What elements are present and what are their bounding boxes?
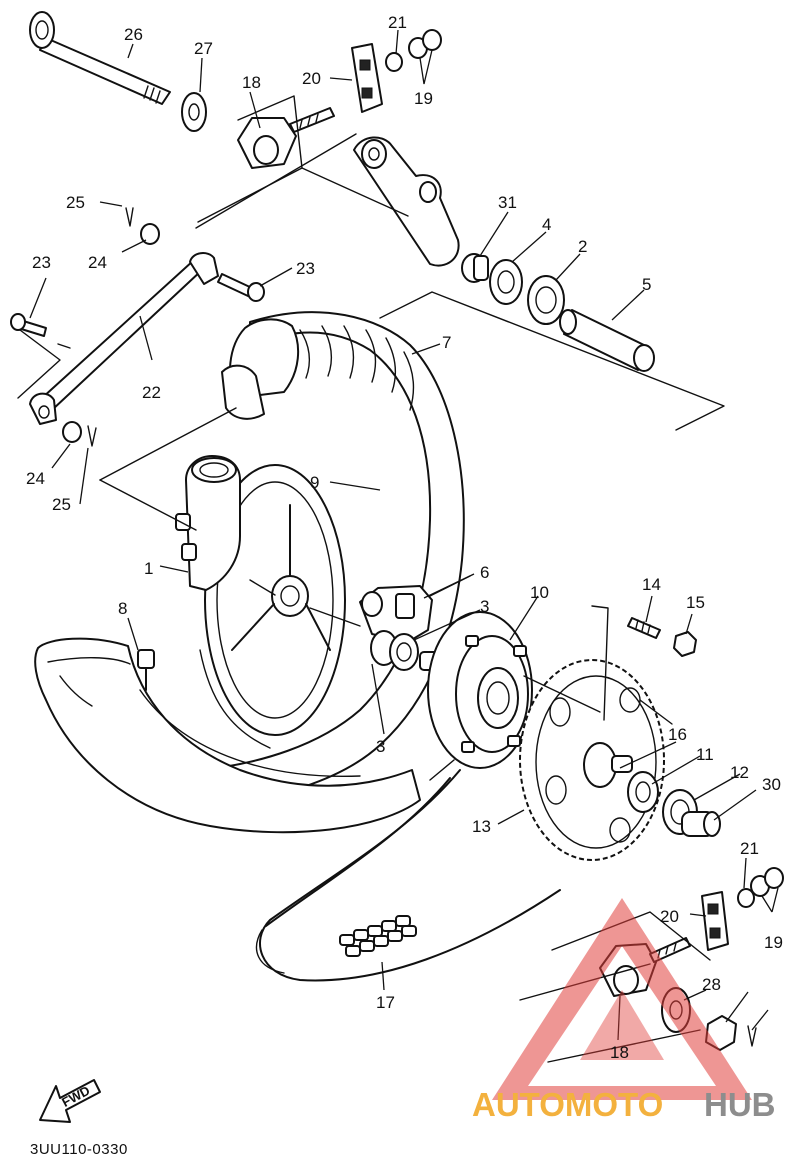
part-22: 22 xyxy=(142,383,161,402)
part-12: 12 xyxy=(730,763,749,782)
rear-wheel xyxy=(34,311,465,834)
rear-sprocket xyxy=(519,659,665,861)
watermark-triangle xyxy=(492,898,752,1100)
part-8: 8 xyxy=(118,599,127,618)
nuts-upper xyxy=(385,29,442,72)
part-5: 5 xyxy=(642,275,651,294)
part-19-lower: 19 xyxy=(764,933,783,952)
callout-leaders xyxy=(29,29,779,1041)
callout-labels: 26 27 18 20 21 19 25 24 23 23 31 4 2 5 7… xyxy=(26,13,783,1062)
part-4: 4 xyxy=(542,215,551,234)
assembly-guide-lines xyxy=(17,95,725,1063)
brake-bracket xyxy=(353,136,460,267)
part-21-upper: 21 xyxy=(388,13,407,32)
part-20-lower: 20 xyxy=(660,907,679,926)
bearings-upper xyxy=(461,253,565,325)
part-15: 15 xyxy=(686,593,705,612)
part-19-upper: 19 xyxy=(414,89,433,108)
part-29: 31 xyxy=(498,193,517,212)
part-13: 13 xyxy=(472,817,491,836)
part-16: 16 xyxy=(668,725,687,744)
washer-upper xyxy=(181,92,207,132)
drive-chain xyxy=(255,769,561,982)
part-23-left: 23 xyxy=(32,253,51,272)
part-1: 1 xyxy=(144,559,153,578)
part-17: 17 xyxy=(376,993,395,1012)
part-23-right: 23 xyxy=(296,259,315,278)
rear-axle xyxy=(29,11,171,105)
chain-adjuster-upper xyxy=(237,107,335,169)
part-27-lower: 28 xyxy=(702,975,721,994)
part-9: 9 xyxy=(310,473,319,492)
part-18-upper: 18 xyxy=(242,73,261,92)
axle-sleeve xyxy=(559,309,655,372)
diagram-code: 3UU110-0330 xyxy=(30,1141,128,1158)
automotohub-watermark: AUTOMOTO HUB xyxy=(472,898,776,1123)
part-6: 6 xyxy=(480,563,489,582)
adjuster-plate-upper xyxy=(351,43,383,113)
part-2: 2 xyxy=(578,237,587,256)
part-11: 11 xyxy=(696,745,714,764)
watermark-brand-hub: HUB xyxy=(704,1086,776,1123)
part-27-upper: 27 xyxy=(194,39,213,58)
part-7: 7 xyxy=(442,333,451,352)
chain-link-section xyxy=(339,915,417,957)
part-25-upper: 25 xyxy=(66,193,85,212)
watermark-brand-auto: AUTOMOTO xyxy=(472,1086,663,1123)
part-21-lower: 21 xyxy=(740,839,759,858)
part-18-lower: 18 xyxy=(610,1043,629,1062)
stud-and-nut xyxy=(627,617,697,657)
part-24-lower: 24 xyxy=(26,469,45,488)
part-25-lower: 25 xyxy=(52,495,71,514)
part-28: 30 xyxy=(762,775,781,794)
part-3-lower: 3 xyxy=(376,737,385,756)
torque-rod xyxy=(10,207,265,447)
part-3-upper: 3 xyxy=(480,597,489,616)
part-20-upper: 20 xyxy=(302,69,321,88)
part-10: 10 xyxy=(530,583,549,602)
part-14: 14 xyxy=(642,575,661,594)
forward-direction-arrow: FWD xyxy=(39,1079,101,1123)
hub-assembly xyxy=(359,585,533,769)
part-26: 26 xyxy=(124,25,143,44)
part-24-upper: 24 xyxy=(88,253,107,272)
